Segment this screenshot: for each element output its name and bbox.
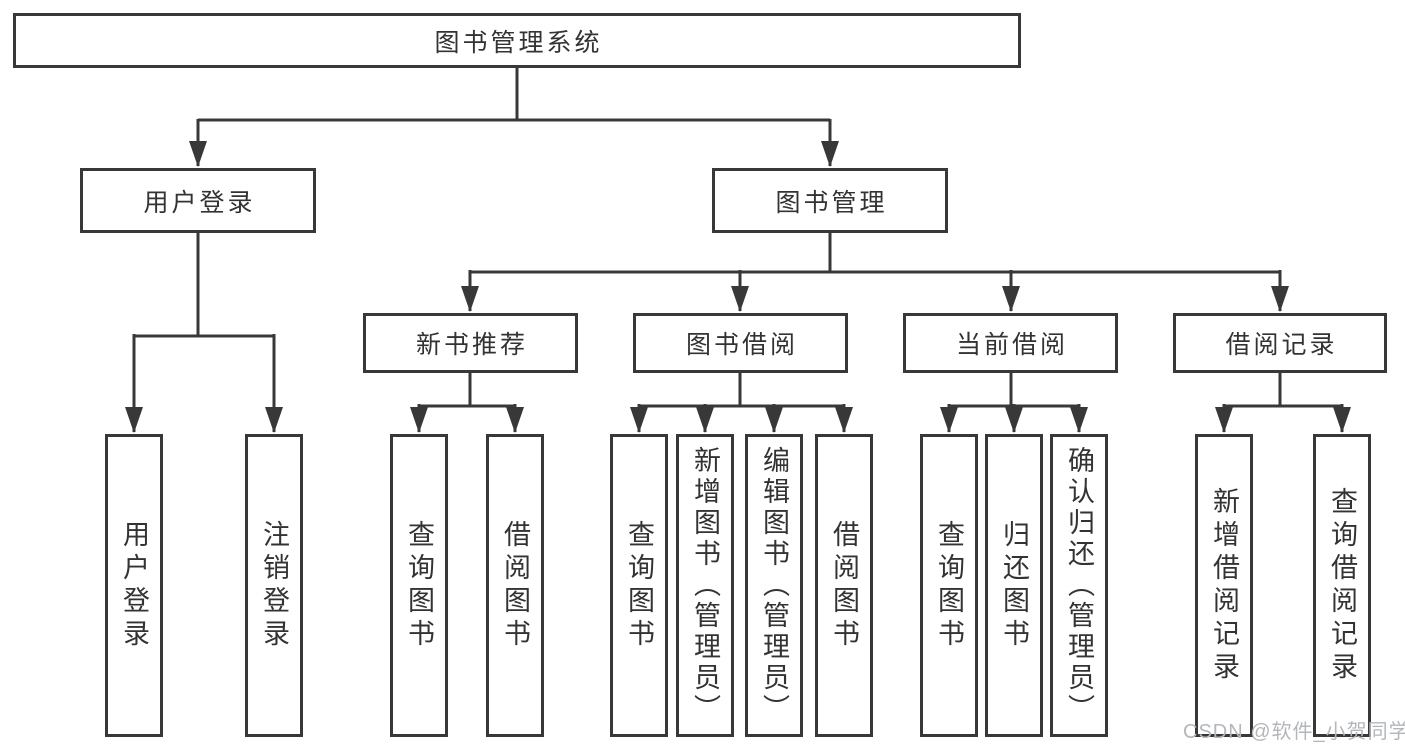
node-current-borrowing: 当前借阅 <box>903 313 1118 373</box>
node-cb-confirm-return-admin: 确认归还（管理员） <box>1050 434 1108 737</box>
node-user-login-action: 用户登录 <box>105 434 163 737</box>
node-bb-query-books: 查询图书 <box>610 434 668 737</box>
node-new-book-recommend: 新书推荐 <box>363 313 578 373</box>
node-br-add-borrow-record: 新增借阅记录 <box>1195 434 1253 737</box>
node-nbr-query-books: 查询图书 <box>390 434 448 737</box>
node-bb-add-books-admin: 新增图书（管理员） <box>676 434 734 737</box>
node-nbr-borrow-books: 借阅图书 <box>486 434 544 737</box>
node-user-login: 用户登录 <box>80 168 316 233</box>
node-cb-return-books: 归还图书 <box>985 434 1043 737</box>
node-cb-query-books: 查询图书 <box>920 434 978 737</box>
node-borrow-records: 借阅记录 <box>1173 313 1387 373</box>
csdn-watermark: CSDN @软件_小贺同学 <box>1183 721 1405 743</box>
node-bb-edit-books-admin: 编辑图书（管理员） <box>745 434 803 737</box>
node-logout: 注销登录 <box>245 434 303 737</box>
node-book-borrowing: 图书借阅 <box>633 313 848 373</box>
node-library-management-system: 图书管理系统 <box>13 13 1021 68</box>
node-br-query-borrow-record: 查询借阅记录 <box>1313 434 1371 737</box>
node-book-management: 图书管理 <box>712 168 948 233</box>
node-bb-borrow-books: 借阅图书 <box>815 434 873 737</box>
